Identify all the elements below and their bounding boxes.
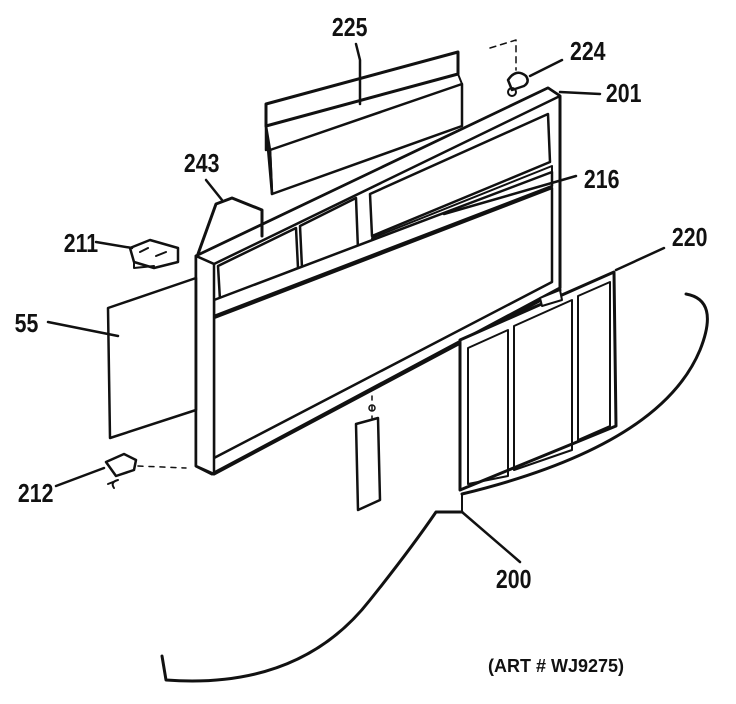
- lower-strip-part: [354, 395, 382, 512]
- wire-handle-part: [196, 196, 264, 256]
- label-243: 243: [184, 149, 220, 179]
- label-212: 212: [18, 479, 54, 509]
- label-225: 225: [332, 13, 368, 43]
- small-bracket-part: [104, 452, 187, 489]
- label-220: 220: [672, 223, 708, 253]
- bracket-part: [128, 238, 180, 270]
- leader-lines: [46, 42, 666, 564]
- label-201: 201: [606, 79, 642, 109]
- filter-part: [106, 276, 198, 440]
- label-200: 200: [496, 565, 532, 595]
- label-211: 211: [64, 229, 98, 259]
- art-number: (ART # WJ9275): [488, 656, 624, 676]
- label-216: 216: [584, 165, 620, 195]
- label-224: 224: [570, 37, 606, 67]
- louver-door-part: [264, 50, 464, 196]
- label-55: 55: [15, 309, 39, 339]
- assembly-bracket-curves: [160, 292, 709, 683]
- clip-part: [489, 39, 529, 97]
- grille-part: [458, 270, 618, 492]
